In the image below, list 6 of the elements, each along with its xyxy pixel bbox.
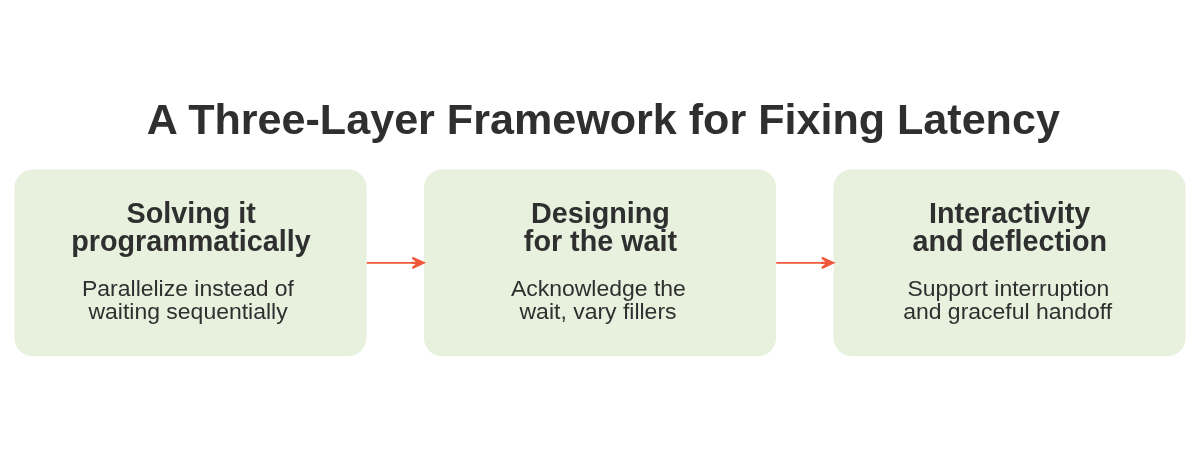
arrow (365, 256, 425, 269)
diagram-title: A Three-Layer Framework for Fixing Latency (146, 94, 1060, 143)
node-box: Solving it programmatically Parallelize instead of waiting sequentially (14, 168, 367, 356)
node-box: Designing for the wait Acknowledge the wait, vary fillers (424, 168, 776, 356)
arrow (775, 256, 835, 269)
node-box: Interactivity and deflection Support interruption and graceful handoff (833, 168, 1186, 356)
